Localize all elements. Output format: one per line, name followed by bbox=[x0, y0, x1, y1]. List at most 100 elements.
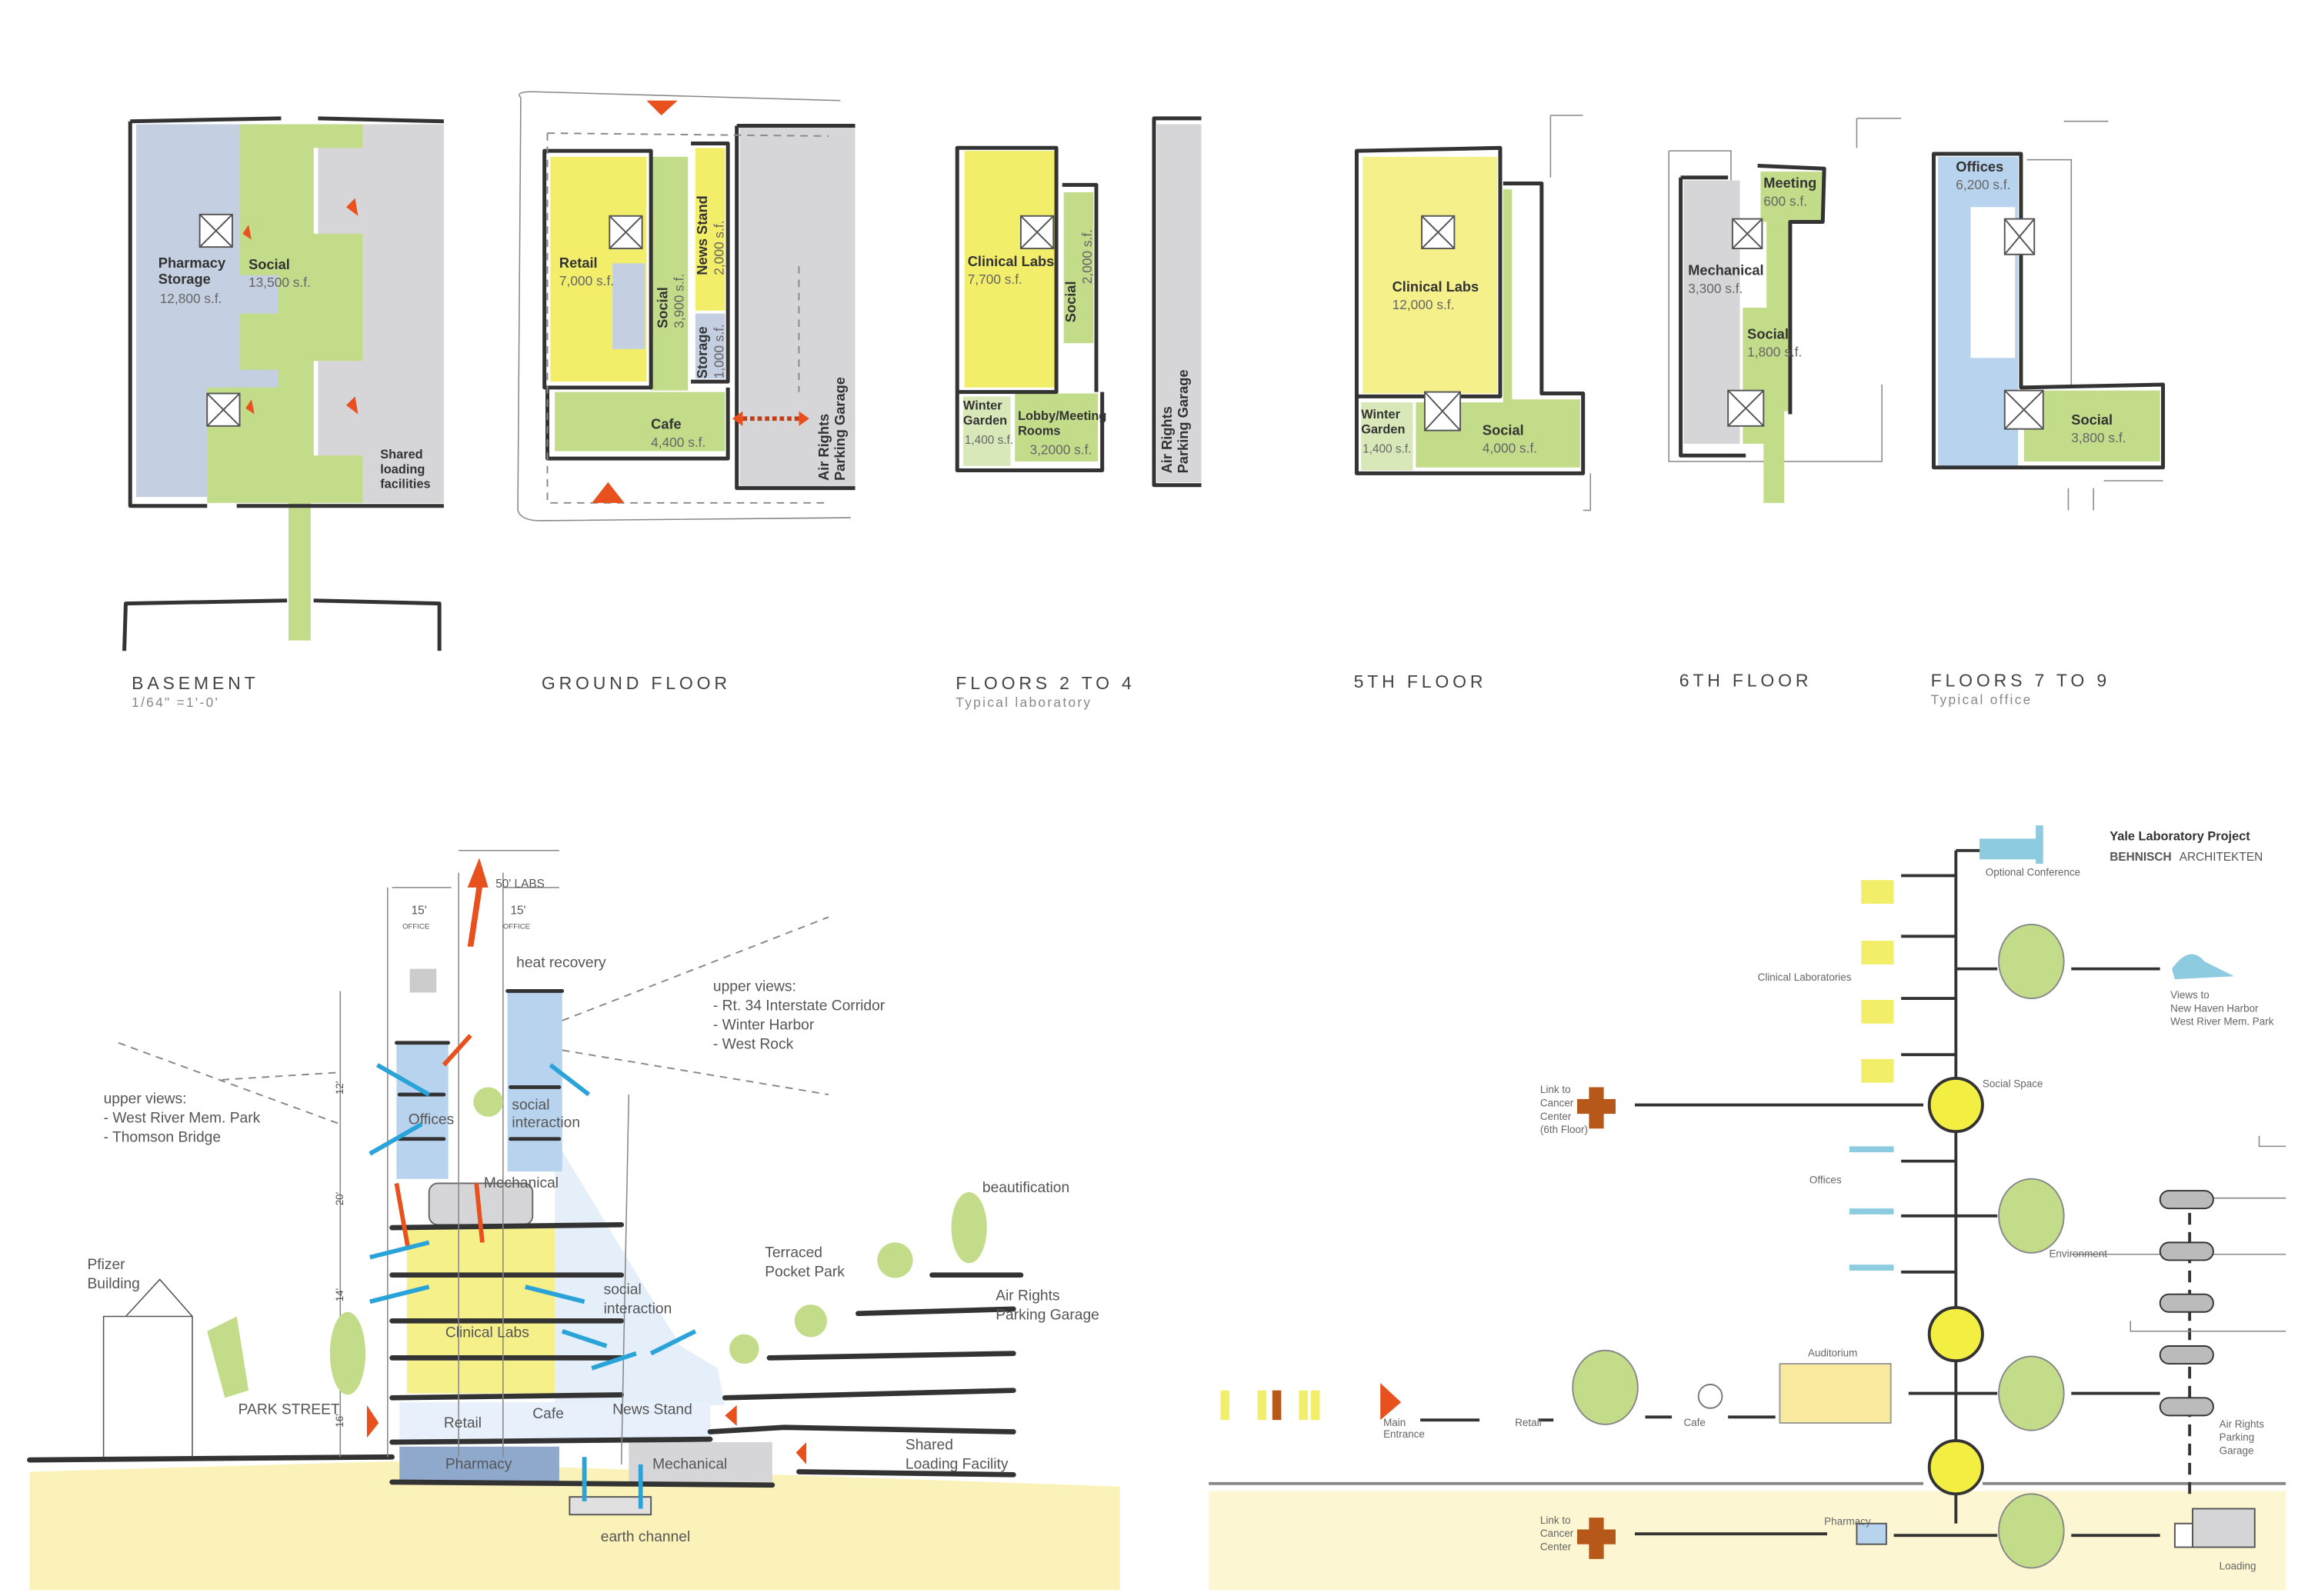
social-area bbox=[651, 156, 689, 391]
room-label-wrap: Shared loading facilities bbox=[380, 446, 431, 491]
room-label: Pharmacy Storage bbox=[158, 255, 226, 288]
plan-title: FLOORS 7 TO 9 bbox=[1931, 670, 2110, 690]
tree-icon bbox=[1572, 923, 2065, 1569]
room-area: 3,900 s.f. bbox=[671, 274, 686, 328]
room-label: Social bbox=[1483, 421, 1524, 438]
dimension-label: 16' bbox=[334, 1414, 345, 1428]
link-cancer-label: Center bbox=[1540, 1111, 1572, 1122]
cafe-label: Cafe bbox=[532, 1406, 564, 1422]
mechanical-label: Mechanical bbox=[652, 1457, 727, 1473]
link-cancer-label: Center bbox=[1540, 1541, 1572, 1552]
news-stand-label: News Stand bbox=[612, 1401, 692, 1418]
views-label: Views to bbox=[2170, 989, 2210, 1001]
storage-area bbox=[695, 313, 725, 379]
room-label: Parking Garage bbox=[832, 377, 848, 481]
main-entrance-label: Entrance bbox=[1383, 1428, 1425, 1440]
tree-icon bbox=[794, 1304, 827, 1338]
below-grade-band bbox=[1209, 1491, 2286, 1591]
circulation-diagram: Yale Laboratory Project BEHNISCH ARCHITE… bbox=[1209, 825, 2286, 1591]
mechanical-lower-block bbox=[629, 1442, 772, 1482]
room-label: Social bbox=[1747, 325, 1789, 342]
parking-garage-area bbox=[1156, 124, 1202, 482]
dimension-label: 15' bbox=[412, 904, 427, 917]
room-label: Air Rights bbox=[815, 414, 832, 481]
dimension-label: OFFICE bbox=[503, 923, 530, 931]
social-interaction-label: social bbox=[604, 1282, 642, 1298]
firm-name: BEHNISCH bbox=[2110, 851, 2171, 864]
offices-block-west bbox=[396, 1042, 449, 1179]
social-space-icon bbox=[1927, 1077, 1984, 1496]
medical-cross-icon bbox=[1577, 1087, 1616, 1559]
dimension-label: 14' bbox=[334, 1288, 345, 1302]
elevator-icon bbox=[1421, 215, 1456, 250]
winter-garden-area bbox=[962, 396, 1011, 466]
street-outline bbox=[122, 598, 442, 651]
auditorium-label: Auditorium bbox=[1808, 1347, 1857, 1358]
building-section: 15' OFFICE 15' OFFICE 50' LABS 12' 20' 1… bbox=[27, 850, 1120, 1591]
cafe-area bbox=[555, 392, 725, 451]
clinical-labs-area bbox=[1362, 156, 1498, 394]
firm-name: ARCHITEKTEN bbox=[2180, 851, 2263, 864]
room-label: Lobby/Meeting Rooms bbox=[1018, 408, 1107, 438]
room-area: 3,800 s.f. bbox=[2071, 430, 2126, 445]
tree-icon bbox=[329, 1311, 365, 1395]
upper-views-item: - Thomson Bridge bbox=[104, 1130, 221, 1146]
lab-flask-icon bbox=[1861, 880, 1894, 1083]
room-area: 7,700 s.f. bbox=[968, 272, 1022, 287]
room-area: 1,400 s.f. bbox=[965, 434, 1013, 447]
air-rights-label: Air Rights bbox=[2220, 1418, 2265, 1430]
plan-basement: Pharmacy Storage 12,800 s.f. Social 13,5… bbox=[122, 116, 444, 710]
earth-ground bbox=[29, 1461, 1120, 1591]
pfizer-label: Pfizer bbox=[87, 1257, 125, 1273]
plan-title: BASEMENT bbox=[132, 673, 258, 693]
corridor bbox=[288, 502, 311, 641]
wave-icon bbox=[2172, 954, 2234, 980]
dimension-label: OFFICE bbox=[402, 923, 429, 931]
clinical-labs-block bbox=[406, 1228, 555, 1394]
room-label: Clinical Labs bbox=[1392, 278, 1479, 295]
social-interaction-label: interaction bbox=[512, 1115, 580, 1131]
room-area: 1,800 s.f. bbox=[1747, 344, 1802, 359]
tree-icon bbox=[877, 1242, 913, 1278]
terraced-park-label: Terraced bbox=[765, 1245, 822, 1261]
elevator-icon bbox=[1727, 389, 1765, 427]
meeting-area bbox=[1760, 172, 1823, 222]
link-cancer-label: Cancer bbox=[1540, 1528, 1574, 1539]
coffee-cup-icon bbox=[1697, 1384, 1723, 1409]
social-area bbox=[2023, 390, 2160, 461]
pharmacy-label: Pharmacy bbox=[1824, 1516, 1871, 1528]
retail-label: Retail bbox=[444, 1415, 482, 1431]
heat-recovery-label: heat recovery bbox=[516, 955, 606, 971]
social-interaction-label: social bbox=[512, 1097, 549, 1113]
room-area: 3,2000 s.f. bbox=[1029, 441, 1092, 457]
room-label: Social bbox=[654, 287, 670, 328]
room-label-wrap: Winter Garden bbox=[1361, 407, 1405, 436]
storage-core bbox=[612, 263, 645, 349]
room-label: Clinical Labs bbox=[968, 253, 1055, 269]
shared-loading-label: Shared bbox=[906, 1438, 953, 1454]
social-area bbox=[1063, 192, 1094, 344]
room-label: Shared loading facilities bbox=[380, 446, 431, 491]
elevator-icon bbox=[2003, 389, 2044, 430]
social-area bbox=[1743, 222, 1790, 503]
room-label: Offices bbox=[1956, 158, 2003, 175]
loading-label: Loading bbox=[2220, 1560, 2256, 1571]
plan-title: 6TH FLOOR bbox=[1679, 670, 1813, 690]
room-label-wrap: Winter Garden bbox=[963, 398, 1007, 427]
plan-subtitle: Typical office bbox=[1931, 691, 2033, 707]
room-label: Social bbox=[248, 256, 290, 272]
shared-loading-label: Loading Facility bbox=[906, 1457, 1009, 1473]
plan-5th-floor: Clinical Labs 12,000 s.f. Winter Garden … bbox=[1354, 115, 1592, 691]
upper-views-label: upper views: bbox=[104, 1091, 187, 1108]
social-interaction-label: interaction bbox=[604, 1301, 672, 1318]
room-label: Retail bbox=[559, 255, 598, 271]
clinical-laboratories-label: Clinical Laboratories bbox=[1758, 971, 1852, 983]
main-entrance-label: Main bbox=[1383, 1417, 1406, 1428]
retail-level bbox=[399, 1402, 711, 1442]
elevator-icon bbox=[1731, 218, 1763, 250]
room-label: Cafe bbox=[651, 416, 682, 432]
room-area: 1,400 s.f. bbox=[1362, 442, 1411, 455]
views-label: West River Mem. Park bbox=[2170, 1016, 2274, 1028]
room-label: Meeting bbox=[1763, 175, 1816, 191]
